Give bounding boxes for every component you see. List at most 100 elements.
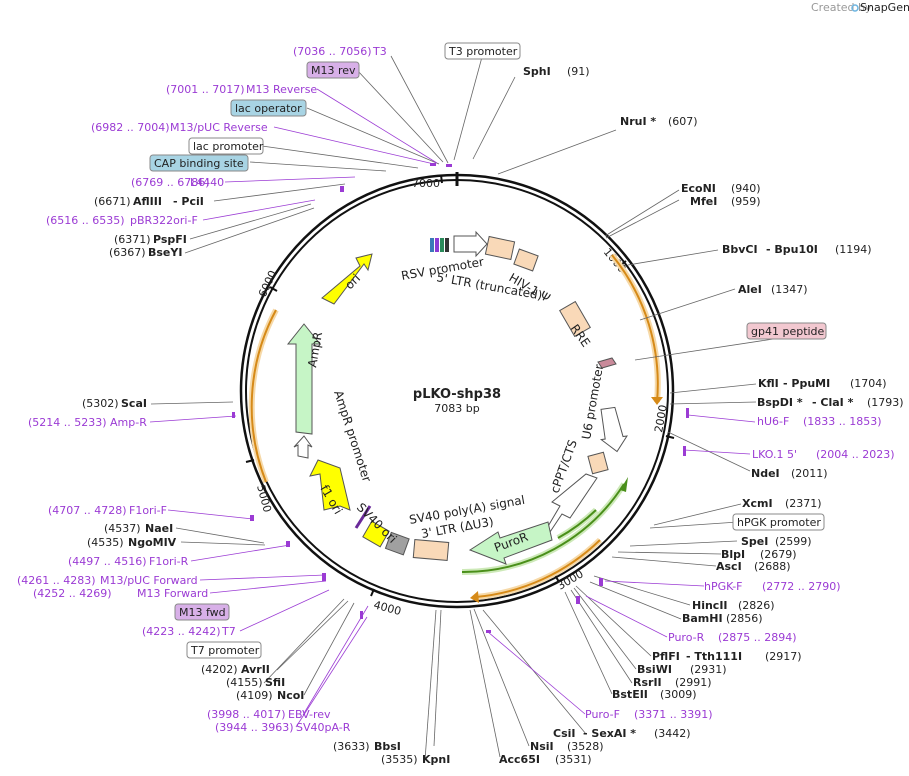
site-nsii-pos: (3528): [567, 740, 604, 753]
m13-rev-label: M13 rev: [311, 64, 356, 77]
tick-label-5000: 5000: [254, 483, 274, 513]
site-f1orif-range: (4707 .. 4728): [48, 504, 127, 517]
site-sv40pa-name: SV40pA-R: [296, 721, 351, 734]
site-naei-name: NaeI: [145, 522, 173, 535]
t3-promoter-label: T3 promoter: [448, 45, 518, 58]
m13-fwd-box: [174, 603, 230, 621]
site-pspfi-name: PspFI: [153, 233, 187, 246]
u6-promoter-label: U6 promoter: [579, 363, 606, 440]
site-ngomiv-name: NgoMIV: [128, 536, 177, 549]
site-sv40pa-range: (3944 .. 3963): [215, 721, 294, 734]
tick-7000: [440, 174, 443, 184]
t7-promoter-box: [186, 641, 262, 659]
plasmid-name: pLKO-shp38: [413, 387, 501, 402]
site-pbr322-range: (6516 .. 6535): [46, 214, 125, 227]
site-asci-name: AscI: [716, 560, 742, 573]
site-lko-range: (2004 .. 2023): [816, 448, 895, 461]
tick-label-7000: 7000: [412, 177, 440, 190]
tick-4000: [370, 588, 375, 597]
site-bspdi-pos: (1793): [867, 396, 904, 409]
sv40-ori-feature: [362, 520, 390, 548]
site-l4440-name: L4440: [190, 176, 224, 189]
site-sphi-name: SphI: [523, 65, 551, 78]
site-rsrii-name: RsrII: [633, 676, 662, 689]
site-purof-name: Puro-F: [585, 708, 620, 721]
site-blpi-name: BlpI: [721, 548, 745, 561]
site-bbsi-name: BbsI: [374, 740, 401, 753]
site-ampr-name: Amp-R: [110, 416, 147, 429]
hpgk-promoter-label: hPGK promoter: [737, 516, 821, 529]
ori-arrow: [321, 253, 373, 305]
plasmid-size: 7083 bp: [434, 402, 479, 415]
site-rsrii-pos: (2991): [675, 676, 712, 689]
feature-marker-dark: [445, 238, 449, 252]
site-ndei-name: NdeI: [751, 467, 780, 480]
lac-promoter-box: [188, 137, 264, 155]
site-bsteii-pos: (3009): [660, 688, 697, 701]
site-econi-pos: (940): [731, 182, 761, 195]
site-tth111i-name: - Tth111I: [686, 650, 742, 663]
site-avrii-name: AvrII: [241, 663, 270, 676]
site-m13-forward-range: (4252 .. 4269): [33, 587, 112, 600]
site-m13puc-rev-name: M13/pUC Reverse: [170, 121, 268, 134]
site-puror-name: Puro-R: [668, 631, 705, 644]
site-m13puc-fwd-range: (4261 .. 4283): [17, 574, 96, 587]
site-afliii-pos: (6671): [94, 195, 131, 208]
site-csii-pos: (3442): [654, 727, 691, 740]
site-nrui-pos: (607): [668, 115, 698, 128]
snapgene-logo-icon: [851, 4, 859, 12]
site-avrii-pos: (4202): [201, 663, 238, 676]
site-bbvci-name: BbvCI: [722, 243, 758, 256]
arc-arrowhead-1: [651, 397, 663, 405]
arc-arrowhead-2: [470, 591, 479, 603]
site-kpni-pos: (3535): [381, 753, 418, 766]
orange-arc-2: [475, 539, 601, 598]
site-puror-range: (2875 .. 2894): [718, 631, 797, 644]
orange-arc-3: [250, 309, 277, 483]
site-sexai-name: - SexAI *: [583, 727, 636, 740]
u6-promoter-arrow: [599, 406, 628, 453]
site-econi-name: EcoNI: [681, 182, 716, 195]
site-mfei-name: MfeI: [690, 195, 717, 208]
lac-operator-label: lac operator: [235, 102, 302, 115]
t3-promoter-box: [444, 42, 521, 60]
m13-rev-box: [306, 61, 360, 79]
site-bseyi-name: BseYI: [148, 246, 182, 259]
feature-marker-green: [440, 238, 444, 252]
site-ndei-pos: (2011): [791, 467, 828, 480]
site-m13-reverse-name: M13 Reverse: [246, 83, 317, 96]
site-bamhi-name: BamHI: [682, 612, 723, 625]
ampr-arrow: [286, 323, 322, 435]
cppt-feature: [587, 451, 609, 475]
site-kfli-pos: (1704): [850, 377, 887, 390]
site-bsiwi-pos: (2931): [690, 663, 727, 676]
cap-site-box: [149, 154, 249, 172]
site-alei-pos: (1347): [771, 283, 808, 296]
site-spei-name: SpeI: [741, 535, 768, 548]
m13-fwd-label: M13 fwd: [179, 606, 226, 619]
site-csii-name: CsiI: [553, 727, 575, 740]
gp41-box: [746, 322, 827, 340]
site-ppumi-name: - PpuMI: [783, 377, 830, 390]
rsv-promoter-arrow: [453, 230, 488, 258]
site-kpni-name: KpnI: [422, 753, 450, 766]
site-pflfi-pos: (2917): [765, 650, 802, 663]
site-spei-pos: (2599): [775, 535, 812, 548]
feature-marker-purple: [435, 238, 439, 252]
site-pflfi-name: PflFI: [652, 650, 680, 663]
site-ebvrev-range: (3998 .. 4017): [207, 708, 286, 721]
hiv-psi-feature: [513, 248, 539, 272]
site-mfei-pos: (959): [731, 195, 761, 208]
orange-arc-1: [611, 254, 659, 403]
site-ncoi-name: NcoI: [277, 689, 304, 702]
tick-3000: [554, 574, 560, 583]
site-scai-name: ScaI: [121, 397, 147, 410]
sv40-ori-marker: [354, 505, 372, 529]
site-hincii-pos: (2826): [738, 599, 775, 612]
site-nrui-name: NruI *: [620, 115, 656, 128]
feature-marker-blue: [430, 238, 434, 252]
site-m13-forward-name: M13 Forward: [137, 587, 208, 600]
site-clai-name: - ClaI *: [812, 396, 854, 409]
site-kfli-name: KflI: [758, 377, 779, 390]
site-bspdi-name: BspDI *: [757, 396, 803, 409]
